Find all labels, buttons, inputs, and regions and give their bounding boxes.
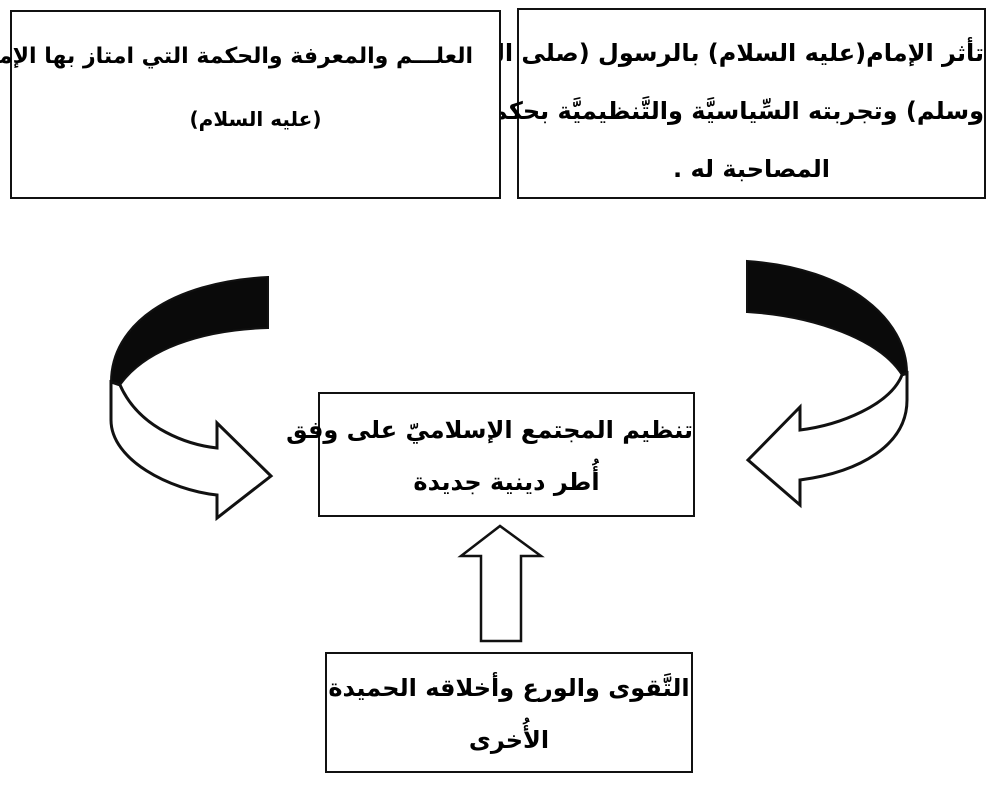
arrow-dark-band: [746, 259, 909, 377]
box-text-line: التَّقوى والورع وأخلاقه الحميدة: [328, 674, 690, 702]
box-text-line: وسلم) وتجربته السِّياسيَّة والتَّنظيميَّ…: [490, 97, 984, 125]
curved-arrow-left-icon: [745, 259, 909, 509]
box-text-line: أُطر دينية جديدة: [413, 468, 600, 496]
box-text-line: تأثر الإمام(عليه السلام) بالرسول (صلى ال…: [412, 39, 984, 67]
arrow-white-band: [745, 370, 909, 509]
factor-box-prophet-influence: تأثر الإمام(عليه السلام) بالرسول (صلى ال…: [412, 8, 986, 199]
arrow-white-band: [109, 379, 274, 522]
factor-box-piety-ethics: التَّقوى والورع وأخلاقه الحميدة الأُخرى: [325, 652, 693, 773]
arrow-dark-band: [109, 275, 269, 387]
box-text-line: الأُخرى: [468, 726, 550, 754]
box-text-line: المصاحبة له .: [672, 155, 831, 183]
factor-box-knowledge-wisdom: العلـــم والمعرفة والحكمة التي امتاز بها…: [0, 10, 501, 199]
box-text-line: العلـــم والمعرفة والحكمة التي امتاز بها…: [0, 44, 473, 69]
block-arrow-up-icon: [457, 524, 545, 643]
box-text-line: (عليه السلام): [189, 107, 322, 131]
box-text-line: تنظيم المجتمع الإسلاميّ على وفق: [286, 416, 693, 444]
curved-arrow-right-icon: [109, 275, 274, 522]
central-box-organizing-society: تنظيم المجتمع الإسلاميّ على وفق أُطر دين…: [286, 392, 695, 517]
